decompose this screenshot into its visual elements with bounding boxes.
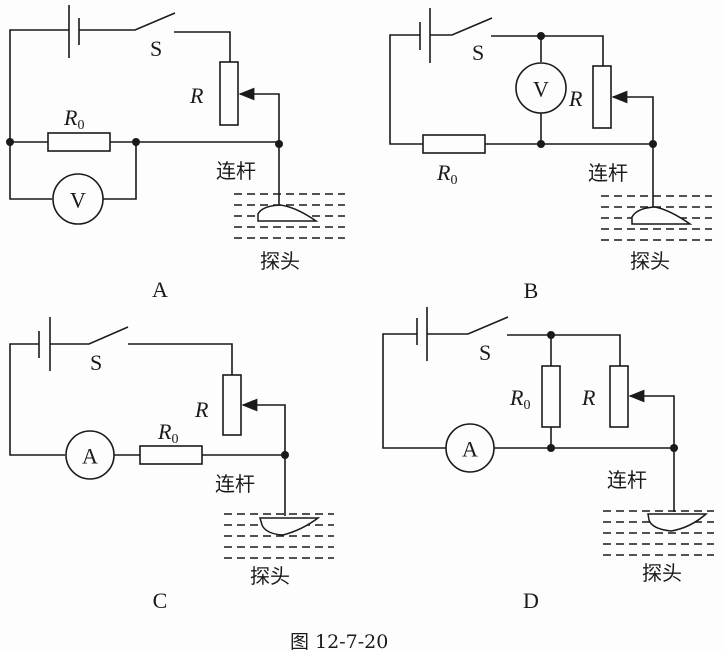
switch-icon — [79, 12, 176, 31]
rod-label: 连杆 — [216, 159, 256, 183]
probe-icon — [257, 204, 319, 222]
junction-dot — [547, 331, 555, 339]
rheostat-label: R — [568, 86, 583, 111]
figure-caption: 图 12-7-20 — [290, 631, 388, 650]
battery-icon — [68, 5, 80, 58]
resistor-r0 — [47, 132, 111, 152]
junction-dot — [6, 138, 14, 146]
wire — [389, 34, 423, 145]
probe-label: 探头 — [642, 561, 682, 585]
slider-arrow-icon — [611, 90, 654, 144]
rheostat-r — [592, 65, 612, 129]
battery-icon — [38, 317, 51, 371]
wire — [491, 35, 604, 66]
wire — [102, 142, 137, 200]
rod-label: 连杆 — [607, 468, 647, 492]
junction-dot — [547, 444, 555, 452]
circuit-d: S R0 R A 连杆 探头 D — [382, 307, 714, 613]
probe-label: 探头 — [260, 249, 300, 273]
battery-icon — [419, 8, 431, 63]
wire — [507, 334, 621, 366]
ammeter-label: A — [462, 437, 478, 462]
junction-dot — [537, 140, 545, 148]
switch-label: S — [479, 340, 491, 365]
switch-label: S — [90, 350, 102, 375]
rod-label: 连杆 — [215, 472, 255, 496]
switch-label: S — [472, 40, 484, 65]
r0-label: R0 — [436, 160, 457, 188]
circuit-c: S R A R0 连杆 探头 C — [9, 317, 334, 613]
switch-label: S — [150, 36, 162, 61]
wire — [382, 333, 446, 449]
resistor-r0 — [139, 445, 203, 465]
ammeter-label: A — [82, 444, 98, 469]
wire — [9, 343, 65, 456]
circuit-a-caption: A — [152, 277, 168, 302]
probe-icon — [259, 517, 321, 536]
wire — [128, 343, 233, 375]
rheostat-r — [222, 374, 242, 436]
probe-icon — [631, 206, 693, 225]
resistor-r0 — [541, 365, 561, 428]
wire — [9, 142, 52, 200]
rheostat-label: R — [581, 385, 596, 410]
probe-icon — [647, 513, 708, 532]
r0-label: R0 — [509, 385, 530, 413]
battery-icon — [416, 307, 428, 361]
voltmeter-label: V — [70, 188, 86, 213]
water-icon — [224, 513, 334, 559]
voltmeter-label: V — [533, 77, 549, 102]
circuit-b-caption: B — [524, 278, 539, 303]
rheostat-label: R — [194, 397, 209, 422]
switch-icon — [430, 17, 493, 36]
wire — [174, 31, 231, 62]
r0-label: R0 — [63, 105, 84, 133]
rheostat-label: R — [189, 83, 204, 108]
switch-icon — [427, 316, 509, 335]
rheostat-r — [219, 61, 239, 126]
slider-arrow-icon — [628, 389, 675, 448]
circuit-a: S R R0 V 连杆 探头 A — [6, 5, 345, 302]
resistor-r0 — [422, 134, 486, 154]
rod-label: 连杆 — [588, 161, 628, 185]
probe-label: 探头 — [250, 564, 290, 588]
circuit-c-caption: C — [153, 588, 168, 613]
circuit-b: S V R R0 连杆 探头 B — [389, 8, 712, 303]
junction-dot — [537, 32, 545, 40]
switch-icon — [50, 326, 129, 345]
wire — [9, 29, 69, 142]
voltmeter — [52, 173, 104, 225]
slider-arrow-icon — [238, 87, 280, 144]
circuit-d-caption: D — [523, 588, 539, 613]
junction-dot — [132, 138, 140, 146]
rheostat-r — [609, 365, 629, 428]
r0-label: R0 — [157, 419, 178, 447]
slider-arrow-icon — [241, 398, 286, 455]
probe-label: 探头 — [630, 249, 670, 273]
